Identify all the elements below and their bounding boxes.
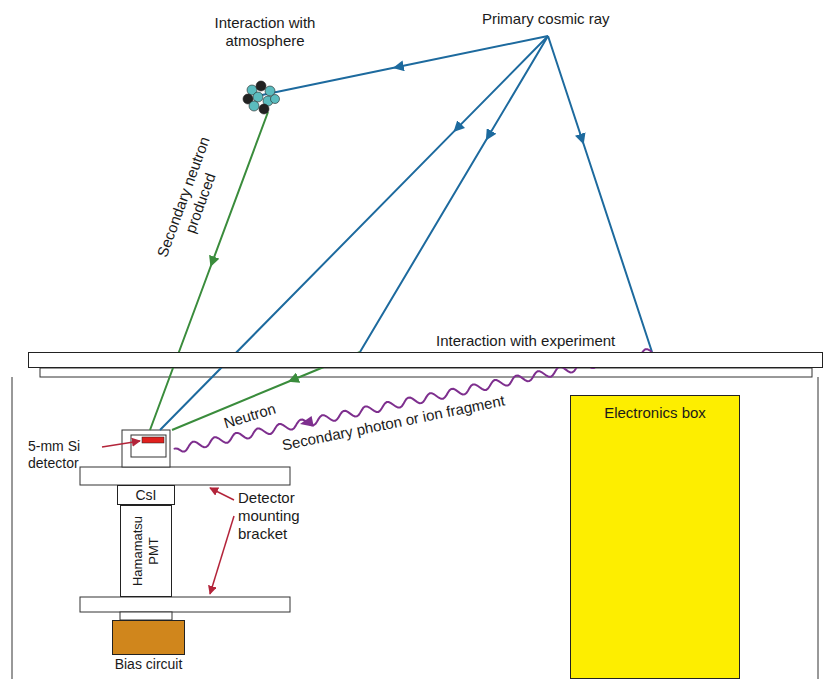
process-label: Interaction with atmosphere: [205, 14, 325, 50]
node-text: Bias circuit: [115, 656, 183, 673]
cosmic-ray: [262, 36, 548, 95]
particle-label: Secondary photon or ion fragment: [280, 392, 506, 455]
detector-column: [120, 612, 172, 620]
csi-crystal: CsI: [117, 485, 175, 505]
si-holder-inner: [131, 435, 166, 457]
mounting-bracket: [80, 467, 290, 485]
si-holder: [122, 430, 170, 467]
electronics-box: Electronics box: [570, 395, 740, 679]
node-text: Hamamatsu PMT: [130, 508, 161, 594]
title-label: Primary cosmic ray: [482, 10, 610, 28]
leader-arrow: [102, 441, 140, 447]
node-text: Interaction with experiment: [436, 332, 615, 350]
cosmic-ray: [160, 36, 548, 430]
housing-wall: [12, 377, 13, 679]
plate-lower: [40, 368, 812, 377]
si-detector: [142, 437, 164, 443]
node-text: CsI: [118, 486, 174, 504]
arrow-head: [300, 416, 314, 427]
cosmic-ray: [548, 36, 652, 352]
mounting-bracket: [80, 597, 290, 612]
part-label: 5-mm Si detector: [28, 438, 102, 472]
experiment-plate: Interaction with experiment: [28, 352, 823, 368]
leader-arrow: [210, 488, 234, 500]
particle-label: Secondary neutron produced: [153, 133, 231, 267]
cosmic-ray: [360, 36, 548, 352]
bias-circuit: Bias circuit: [112, 620, 185, 655]
atmosphere-nucleus: [243, 81, 280, 114]
node-text: Electronics box: [571, 396, 739, 423]
neutron-path: [150, 112, 268, 430]
housing-wall: [818, 377, 819, 679]
leader-arrow: [210, 516, 234, 594]
part-label: Detector mounting bracket: [238, 489, 338, 543]
pmt-tube: Hamamatsu PMT: [120, 505, 172, 597]
particle-label: Neutron: [222, 400, 278, 433]
